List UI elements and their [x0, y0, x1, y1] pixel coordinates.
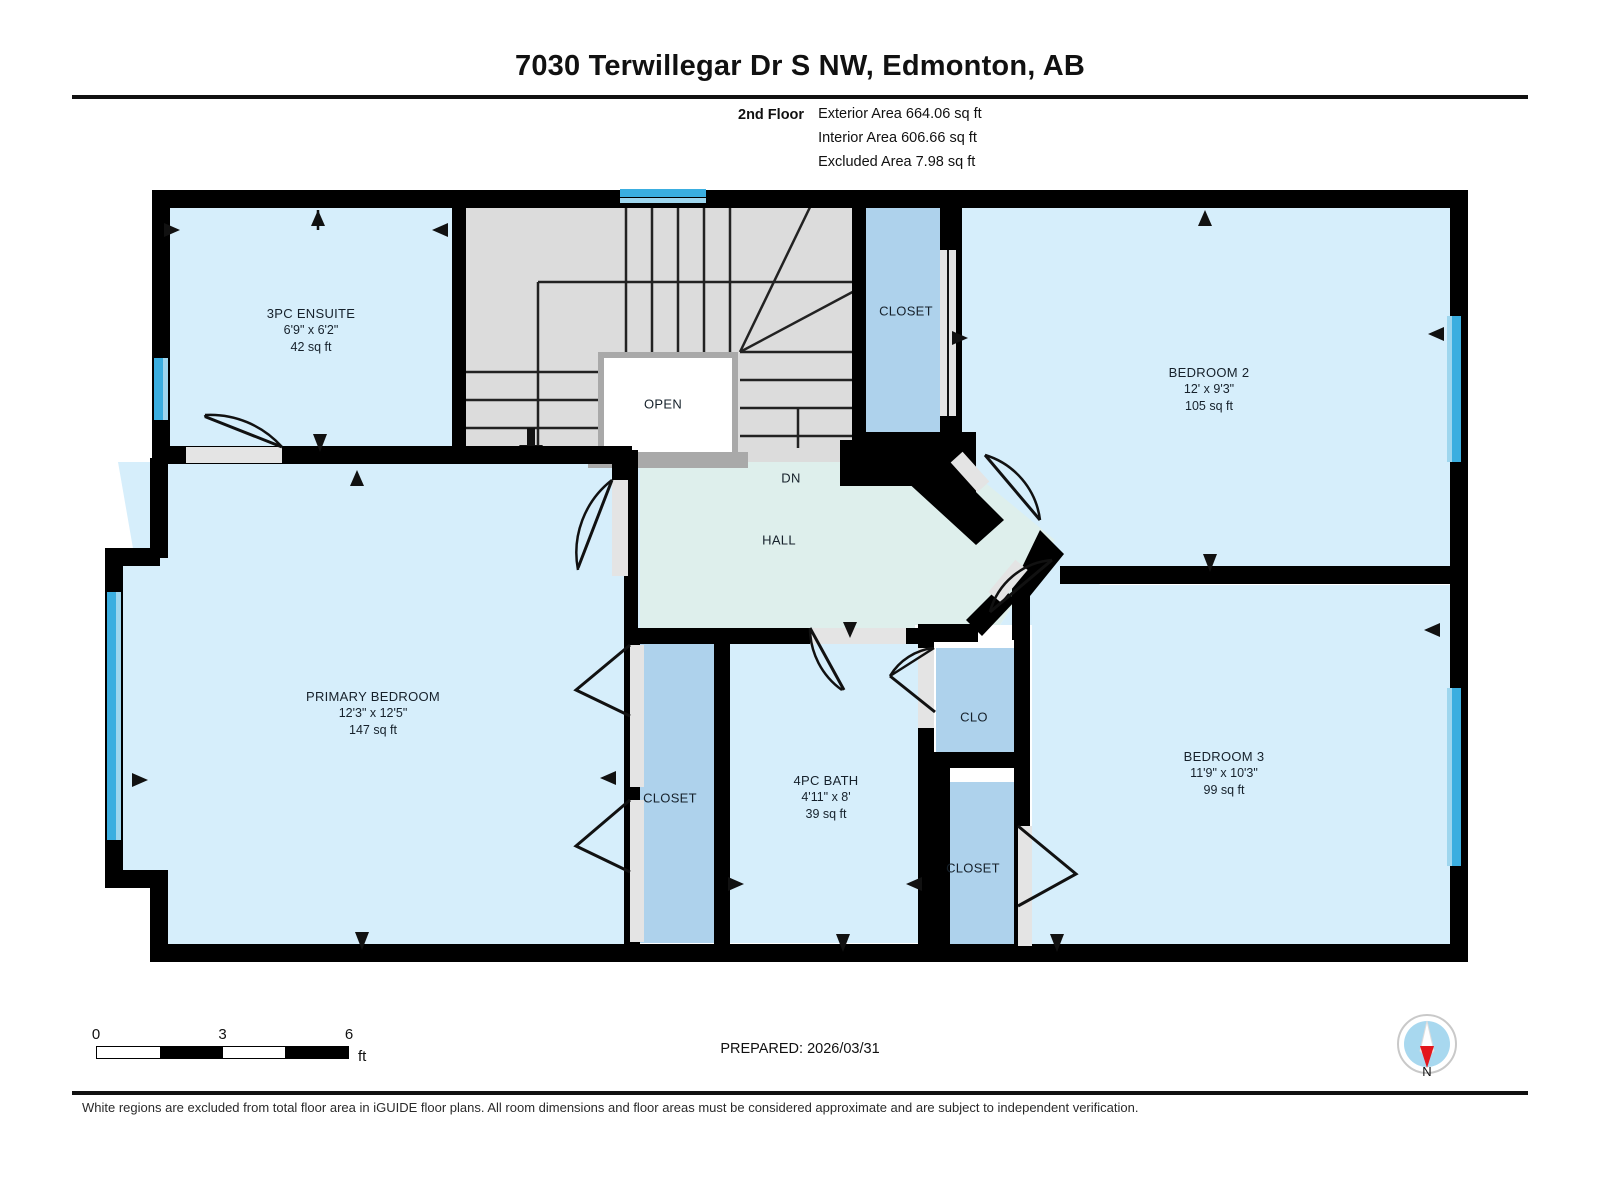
room-area: 99 sq ft — [1203, 782, 1245, 797]
scale-bar: 0 3 6 ft — [92, 1026, 367, 1065]
area-label-clo: CLO — [960, 709, 988, 725]
scale-segment — [285, 1047, 348, 1058]
room-label-bedroom-2: BEDROOM 2 12' x 9'3"105 sq ft — [1169, 364, 1250, 414]
room-dimensions: 6'9" x 6'2" — [283, 323, 339, 338]
fill-clo — [936, 648, 1020, 757]
stair-treads — [460, 200, 861, 462]
floor-label: 2nd Floor — [738, 107, 805, 123]
scale-tick: 3 — [218, 1026, 227, 1043]
room-area: 147 sq ft — [349, 722, 397, 737]
fill-primary-bedroom — [118, 462, 640, 950]
room-dimensions: 11'9" x 10'3" — [1190, 766, 1258, 781]
room-dimensions: 12'3" x 12'5" — [338, 706, 408, 721]
room-name: 4PC BATH — [793, 772, 859, 788]
view-arrows — [132, 210, 1444, 952]
scale-bar-graphic — [96, 1046, 349, 1059]
interior-area: Interior Area 606.66 sq ft — [818, 130, 977, 146]
room-label-3pc-ensuite: 3PC ENSUITE 6'9" x 6'2"42 sq ft — [267, 305, 356, 355]
area-label-closet: CLOSET — [879, 303, 933, 319]
footnote-text: White regions are excluded from total fl… — [82, 1100, 1139, 1115]
area-label-closet: CLOSET — [643, 790, 697, 806]
page-title: 7030 Terwillegar Dr S NW, Edmonton, AB — [515, 50, 1085, 82]
area-label-hall: HALL — [762, 532, 796, 548]
fill-closet-top — [863, 203, 945, 446]
doors — [186, 250, 1079, 946]
compass-needle-south — [1420, 1046, 1434, 1068]
area-label-dn: DN — [781, 470, 801, 486]
scale-ticks: 0 3 6 — [92, 1026, 353, 1046]
area-label-open: OPEN — [643, 396, 683, 412]
compass-rose — [1396, 1013, 1458, 1075]
exterior-area: Exterior Area 664.06 sq ft — [818, 106, 982, 122]
prepared-date: PREPARED: 2026/03/31 — [720, 1041, 880, 1057]
room-label-4pc-bath: 4PC BATH 4'11" x 8'39 sq ft — [793, 772, 858, 822]
scale-tick: 6 — [344, 1026, 354, 1043]
excluded-area: Excluded Area 7.98 sq ft — [818, 154, 976, 170]
scale-segment — [159, 1047, 223, 1058]
room-dimensions: 4'11" x 8' — [801, 790, 851, 805]
room-area: 42 sq ft — [290, 339, 332, 354]
fill-bath — [728, 643, 924, 943]
room-name: BEDROOM 3 — [1183, 748, 1265, 764]
title-divider — [72, 95, 1528, 99]
compass-north-label: N — [1422, 1064, 1432, 1079]
fill-bedroom3 — [1032, 585, 1455, 950]
windows — [107, 189, 1461, 866]
room-label-primary-bedroom: PRIMARY BEDROOM 12'3" x 12'5"147 sq ft — [306, 688, 440, 738]
room-area: 39 sq ft — [805, 806, 847, 821]
scale-tick: 0 — [91, 1026, 101, 1043]
floorplan-canvas — [105, 189, 1468, 962]
fill-bedroom2 — [960, 196, 1455, 582]
room-area: 105 sq ft — [1185, 398, 1233, 413]
room-name: BEDROOM 2 — [1168, 364, 1250, 380]
footer-divider — [72, 1091, 1528, 1095]
area-label-closet: CLOSET — [946, 860, 1000, 876]
room-name: 3PC ENSUITE — [266, 305, 356, 321]
room-label-bedroom-3: BEDROOM 3 11'9" x 10'3"99 sq ft — [1184, 748, 1265, 798]
floor-summary: 2nd Floor Exterior Area 664.06 sq ft Int… — [738, 106, 982, 170]
room-name: PRIMARY BEDROOM — [305, 688, 441, 704]
scale-unit: ft — [358, 1048, 367, 1065]
fill-closet-bed3 — [936, 782, 1026, 947]
room-dimensions: 12' x 9'3" — [1183, 382, 1235, 397]
fill-closet-primary — [637, 643, 723, 943]
